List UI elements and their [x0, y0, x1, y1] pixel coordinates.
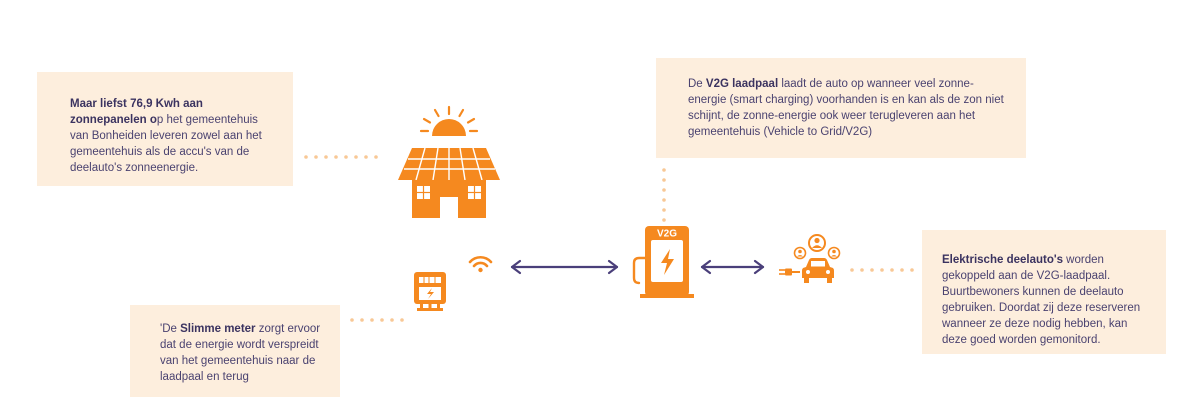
charger-label: V2G — [657, 229, 677, 240]
car-info-box: Elektrische deelauto's worden gekoppeld … — [922, 230, 1166, 354]
car-info-text: worden gekoppeld aan de V2G-laadpaal. Bu… — [942, 254, 1141, 346]
solar-house-icon — [398, 147, 500, 218]
v2g-info-box: De V2G laadpaal laadt de auto op wanneer… — [656, 58, 1026, 158]
meter-info-box: 'De Slimme meter zorgt ervoor dat de ene… — [130, 305, 340, 397]
car-info-bold: Elektrische deelauto's — [942, 254, 1063, 266]
shared-car-icon — [779, 234, 841, 283]
connector-v2g — [662, 168, 666, 222]
meter-info-prefix: 'De — [160, 323, 181, 335]
wifi-icon — [468, 255, 493, 273]
meter-info-text: zorgt ervoor dat de energie wordt verspr… — [160, 323, 321, 383]
meter-info-bold: Slimme meter — [180, 323, 256, 335]
arrow-charger-car — [700, 259, 765, 275]
dotted-connectors — [304, 155, 914, 322]
solar-info-bold: Maar liefst 76,9 Kwh aan zonnepanelen o — [70, 98, 203, 126]
v2g-info-prefix: De — [688, 78, 706, 90]
sun-icon — [419, 105, 479, 136]
smart-meter-icon — [414, 272, 446, 311]
connector-car — [850, 268, 914, 272]
charging-station-icon: V2G — [632, 226, 694, 298]
v2g-info-text: laadt de auto op wanneer veel zonne-ener… — [688, 78, 1004, 138]
solar-info-box: Maar liefst 76,9 Kwh aan zonnepanelen op… — [37, 72, 293, 186]
solar-info-text: p het gemeentehuis van Bonheiden leveren… — [70, 114, 262, 174]
connector-solar — [304, 155, 378, 159]
v2g-info-bold: V2G laadpaal — [705, 78, 779, 90]
connector-meter — [350, 318, 404, 322]
arrow-meter-charger — [510, 259, 619, 275]
